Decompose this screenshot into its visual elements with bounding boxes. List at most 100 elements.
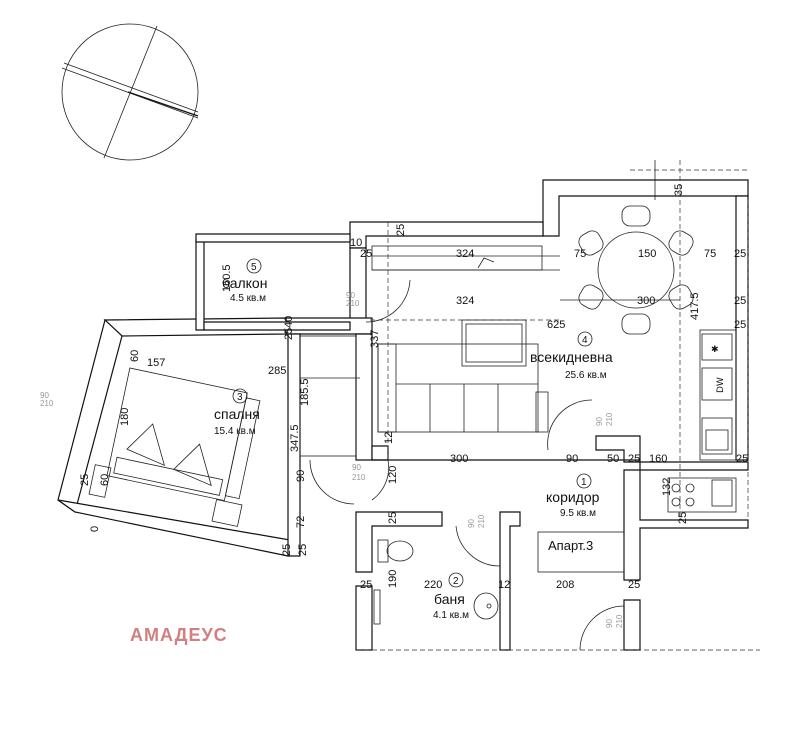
dimensions-d60a-label: 60: [129, 350, 141, 362]
apartment-label: Апарт.3: [548, 538, 593, 553]
dimensions-d25f-label: 25: [283, 328, 295, 340]
dimensions-d132-label: 132: [661, 478, 673, 496]
dimensions-d1605-label: 160.5: [221, 264, 233, 292]
door_marks-m10-label: 210: [615, 614, 624, 628]
room-3-area: 15.4 кв.м: [214, 426, 256, 437]
washbasin-icon: [473, 592, 499, 620]
dimensions-d50-label: 50: [607, 453, 619, 465]
dimension-labels: 3 5 75 150 75 25 324 1 0 25 25 324 300 417…: [79, 184, 748, 591]
door-codes: 90 210 90 210 90 210 90 210 90 210 90 21…: [40, 291, 624, 628]
dimensions-d220-label: 220: [424, 579, 442, 591]
tv-table-icon: [461, 319, 527, 367]
room-4-name: всекидневна: [530, 349, 613, 365]
dimensions-d25b-label: 25: [360, 248, 372, 260]
dimensions-d160-label: 160: [649, 453, 667, 465]
nightstand-icon: [88, 464, 112, 498]
door_marks-m11-label: 90: [40, 391, 49, 400]
kitchen-unit: ✱ DW: [667, 329, 737, 513]
shower-icon: [373, 589, 381, 625]
dimensions-d72-label: 72: [295, 516, 307, 528]
dimensions-d4175-label: 417.5: [689, 292, 701, 320]
room-5-label: 5 балкон 4.5 кв.м: [222, 258, 267, 304]
dimensions-d25d-label: 25: [734, 295, 746, 307]
closet-icon: [299, 335, 357, 457]
toilet-icon: [377, 539, 414, 563]
shoe-cabinet-icon: [537, 531, 625, 573]
dimensions-d180-label: 180: [119, 408, 131, 426]
rooms-r1-num-label: 1: [581, 477, 587, 488]
dimensions-d40-label: 40: [283, 316, 295, 328]
dimensions-d25m-label: 25: [297, 544, 309, 556]
room-1-area: 9.5 кв.м: [560, 508, 596, 519]
room-5-area: 4.5 кв.м: [230, 293, 266, 304]
rooms-r3-num-label: 3: [237, 392, 243, 403]
dimensions-d60b-label: 60: [99, 474, 111, 486]
door_marks-m3-label: 90: [595, 417, 604, 426]
dimensions-d208-label: 208: [556, 579, 574, 591]
dimensions-d285-label: 285: [268, 365, 286, 377]
dimensions-d25e-label: 25: [734, 319, 746, 331]
north-arrow-icon: [61, 23, 199, 161]
door_marks-m7-label: 90: [467, 519, 476, 528]
dimensions-d25o-label: 25: [360, 579, 372, 591]
dimensions-d25k-label: 25: [677, 512, 689, 524]
door_marks-m9-label: 90: [605, 619, 614, 628]
door_marks-m4-label: 210: [605, 412, 614, 426]
bed-icon: [106, 367, 261, 502]
rooms-r4-num-label: 4: [582, 335, 588, 346]
dimensions-d25a-label: 25: [734, 248, 746, 260]
room-2-label: 2 баня 4.1 кв.м: [433, 572, 469, 621]
dimensions-d300b-label: 300: [450, 453, 468, 465]
dimensions-d25c-label: 25: [395, 224, 407, 236]
dimensions-d1855-label: 185.5: [299, 378, 311, 406]
door_marks-m6-label: 210: [352, 473, 366, 482]
dimensions-d25l-label: 25: [281, 544, 293, 556]
dimensions-d0-label: 0: [89, 526, 101, 532]
rooms-r2-num-label: 2: [453, 576, 459, 587]
nightstand-icon: [211, 499, 243, 527]
dimensions-d337-label: 337: [369, 330, 381, 348]
dining-table-icon: [578, 205, 694, 335]
watermark-logo: АМАДЕУС: [130, 625, 228, 645]
room-2-name: баня: [434, 591, 465, 607]
dimensions-d324a-label: 324: [456, 248, 474, 260]
dimensions-d625-label: 625: [547, 319, 565, 331]
dimensions-d25j-label: 25: [387, 512, 399, 524]
dimensions-d190-label: 190: [387, 570, 399, 588]
doors: [309, 279, 625, 651]
dimensions-d324b-label: 324: [456, 295, 474, 307]
room-3-label: 3 спалня 15.4 кв.м: [214, 388, 260, 437]
room-1-name: коридор: [546, 489, 600, 505]
dimensions-d150-label: 150: [638, 248, 656, 260]
walls: [57, 179, 749, 651]
wardrobe-icon: [371, 245, 543, 271]
room-4-label: 4 всекидневна 25.6 кв.м: [530, 331, 613, 381]
dimensions-d90b-label: 90: [295, 470, 307, 482]
room-1-label: 1 коридор 9.5 кв.м: [546, 473, 600, 519]
dimensions-d25g-label: 25: [628, 453, 640, 465]
sink-icon: ✱: [711, 345, 719, 355]
door_marks-m1-label: 90: [346, 291, 355, 300]
dimensions-d120-label: 120: [387, 466, 399, 484]
dimensions-d90a-label: 90: [566, 453, 578, 465]
dimensions-d12b-label: 12: [498, 579, 510, 591]
dimensions-d75a-label: 75: [574, 248, 586, 260]
rooms-r5-num-label: 5: [251, 262, 257, 273]
room-3-name: спалня: [214, 406, 260, 422]
dimensions-d25n-label: 25: [628, 579, 640, 591]
dimensions-d157-label: 157: [147, 357, 165, 369]
dimensions-d300a-label: 300: [637, 295, 655, 307]
door_marks-m2-label: 210: [346, 299, 360, 308]
dimensions-d12a-label: 12: [383, 432, 395, 444]
door_marks-m8-label: 210: [477, 514, 486, 528]
dimensions-d75b-label: 75: [704, 248, 716, 260]
room-4-area: 25.6 кв.м: [565, 370, 607, 381]
dimensions-d25i-label: 25: [79, 474, 91, 486]
dimensions-d3475-label: 347.5: [289, 424, 301, 452]
door_marks-m12-label: 210: [40, 399, 54, 408]
dishwasher-label: DW: [716, 377, 726, 393]
room-5-name: балкон: [222, 275, 267, 291]
sofa-icon: [377, 343, 549, 433]
door_marks-m5-label: 90: [352, 463, 361, 472]
